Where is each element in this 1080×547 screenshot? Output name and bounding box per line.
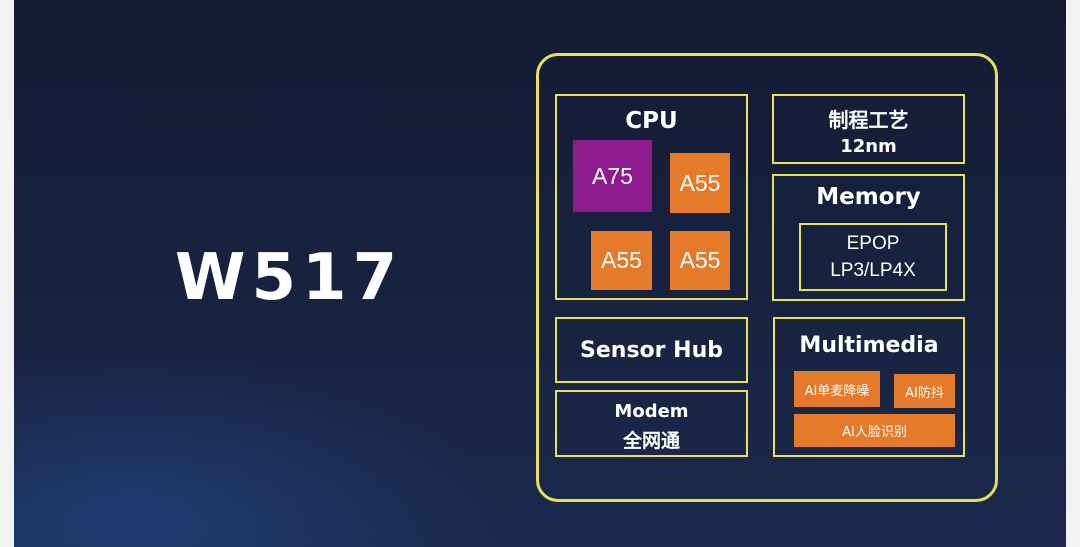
cpu-core-a55: A55 (670, 231, 730, 290)
feature-ai-face-recognition: AI人脸识别 (794, 414, 955, 447)
memory-label: Memory (816, 184, 921, 210)
chip-name: W517 (174, 241, 404, 315)
modem-label: Modem (614, 401, 689, 422)
process-label: 制程工艺 (828, 108, 909, 132)
multimedia-block: Multimedia AI单麦降噪 AI防抖 AI人脸识别 (773, 317, 965, 457)
memory-type: EPOP (846, 233, 900, 254)
multimedia-label: Multimedia (799, 333, 939, 358)
process-block: 制程工艺 12nm (772, 94, 965, 164)
process-value: 12nm (840, 136, 897, 157)
cpu-label: CPU (625, 108, 678, 134)
cpu-core-a55: A55 (670, 153, 730, 213)
slide: W517 CPU A75 A55 A55 A55 制程工艺 12nm Memor… (14, 0, 1066, 547)
cpu-core-a75: A75 (573, 140, 652, 212)
sensor-hub-block: Sensor Hub (555, 317, 748, 383)
feature-ai-noise-reduction: AI单麦降噪 (794, 371, 880, 407)
sensor-hub-label: Sensor Hub (580, 338, 723, 363)
soc-block-diagram (536, 53, 998, 502)
memory-block: Memory EPOP LP3/LP4X (772, 174, 965, 301)
feature-ai-stabilization: AI防抖 (894, 374, 955, 408)
cpu-block: CPU A75 A55 A55 A55 (555, 94, 748, 300)
modem-block: Modem 全网通 (555, 390, 748, 457)
cpu-core-a55: A55 (591, 231, 652, 290)
modem-sublabel: 全网通 (622, 430, 680, 452)
memory-standard: LP3/LP4X (830, 260, 916, 281)
memory-type-box: EPOP LP3/LP4X (799, 223, 947, 291)
